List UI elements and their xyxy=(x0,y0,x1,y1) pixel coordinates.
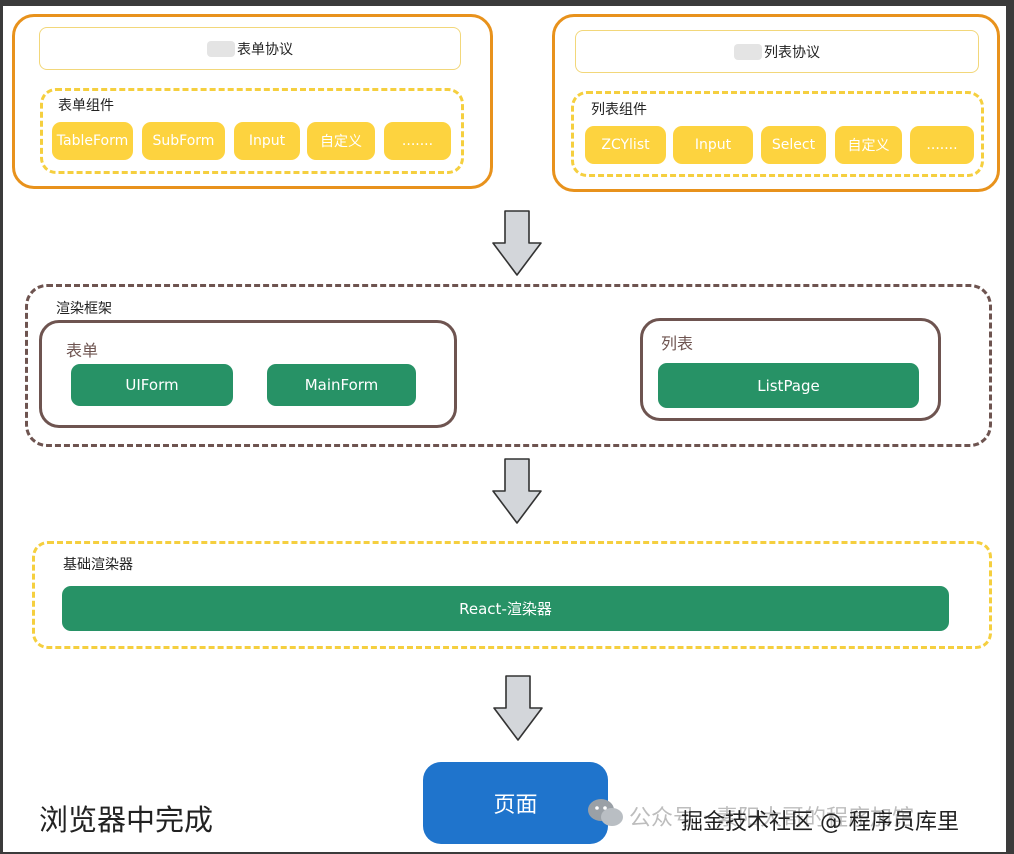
chip-tableform: TableForm xyxy=(52,122,133,160)
react-renderer-bar: React-渲染器 xyxy=(62,586,949,631)
watermark-foreground: 掘金技术社区 @ 程序员库里 xyxy=(681,804,959,836)
form-render-group xyxy=(39,320,457,428)
base-renderer-label: 基础渲染器 xyxy=(63,557,133,573)
form-protocol-box xyxy=(12,14,493,189)
chip-custom: 自定义 xyxy=(835,126,902,164)
blurred-redaction xyxy=(207,40,235,57)
chip-input: Input xyxy=(234,122,300,160)
page-node: 页面 xyxy=(423,762,608,844)
listpage-button: ListPage xyxy=(658,363,919,408)
render-framework-label: 渲染框架 xyxy=(56,301,112,317)
chip-more: ....... xyxy=(910,126,974,164)
chip-zcylist: ZCYlist xyxy=(585,126,666,164)
down-arrow-icon xyxy=(492,210,542,276)
chip-subform: SubForm xyxy=(142,122,225,160)
form-protocol-title-text: 表单协议 xyxy=(237,41,293,58)
render-framework-group xyxy=(25,284,992,447)
chip-custom: 自定义 xyxy=(307,122,375,160)
browser-done-label: 浏览器中完成 xyxy=(39,803,214,837)
list-components-label: 列表组件 xyxy=(591,102,647,118)
down-arrow-icon xyxy=(493,675,543,741)
list-render-label: 列表 xyxy=(661,334,694,353)
uiform-button: UIForm xyxy=(71,364,233,406)
blurred-redaction xyxy=(734,43,762,60)
base-renderer-group xyxy=(32,541,992,649)
form-components-group xyxy=(40,88,464,174)
list-render-group xyxy=(640,318,941,421)
form-components-label: 表单组件 xyxy=(58,98,114,114)
form-render-label: 表单 xyxy=(66,341,99,360)
mainform-button: MainForm xyxy=(267,364,416,406)
chip-more: ....... xyxy=(384,122,451,160)
watermark-background: 公众号 · 素阳大哥的程序加馆 xyxy=(629,806,914,831)
down-arrow-icon xyxy=(492,458,542,524)
wechat-icon xyxy=(588,799,623,826)
watermark-foreground-text: 掘金技术社区 @ 程序员库里 xyxy=(681,810,959,835)
list-protocol-title-text: 列表协议 xyxy=(764,44,820,61)
list-protocol-title: 列表协议 xyxy=(575,30,979,73)
list-components-group xyxy=(571,91,984,177)
chip-select: Select xyxy=(761,126,826,164)
diagram-canvas: 表单协议 表单组件 TableForm SubForm Input 自定义 ..… xyxy=(3,6,1006,852)
chip-input: Input xyxy=(673,126,753,164)
form-protocol-title: 表单协议 xyxy=(39,27,461,70)
list-protocol-box xyxy=(552,14,1000,192)
